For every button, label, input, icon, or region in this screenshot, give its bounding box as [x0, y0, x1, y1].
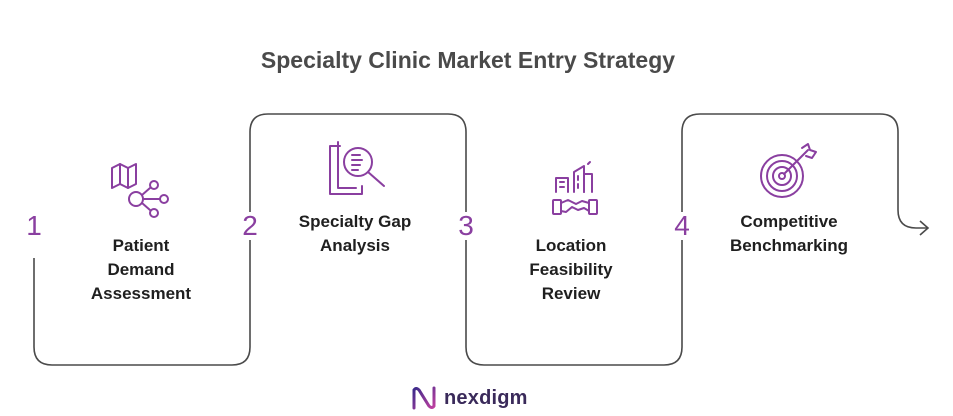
step-3-label: Location Feasibility Review — [529, 236, 613, 303]
step-3-number: 3 — [451, 212, 481, 240]
nexdigm-logo-icon — [412, 386, 436, 410]
diagram-title: Specialty Clinic Market Entry Strategy — [260, 47, 676, 73]
step-1-number: 1 — [19, 212, 49, 240]
step-2-number: 2 — [235, 212, 265, 240]
target-arrow-icon — [760, 143, 817, 198]
map-network-icon — [111, 163, 169, 218]
step-2-label: Specialty Gap Analysis — [298, 212, 412, 255]
step-1-label: Patient Demand Assessment — [90, 236, 192, 303]
arrow-head-icon — [919, 220, 930, 236]
step-4-label: Competitive Benchmarking — [729, 212, 849, 255]
document-search-icon — [329, 141, 385, 195]
step-4-number: 4 — [667, 212, 697, 240]
brand-logo: nexdigm — [410, 382, 528, 414]
buildings-handshake-icon — [552, 161, 598, 215]
brand-name: nexdigm — [444, 386, 528, 409]
